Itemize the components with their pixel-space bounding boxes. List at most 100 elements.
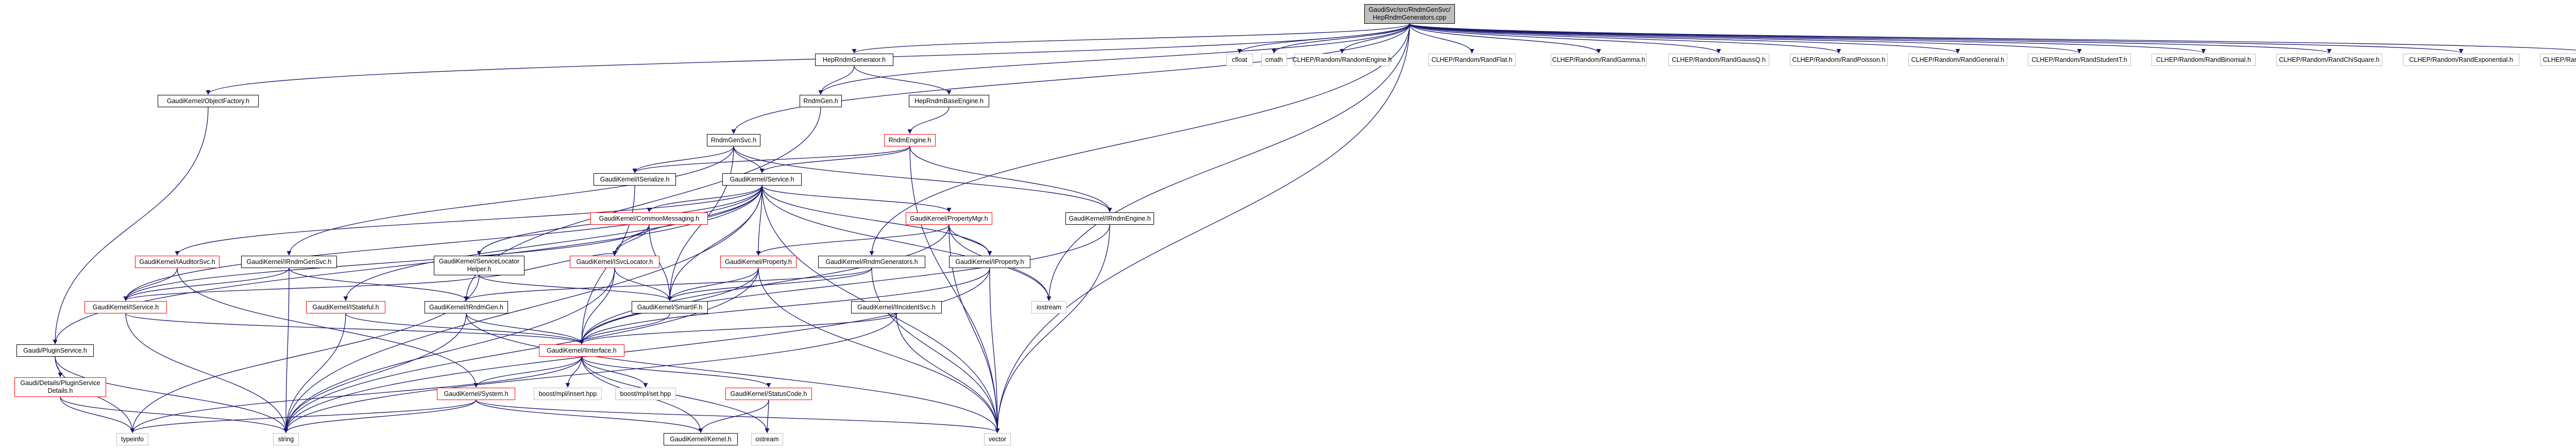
edge-irndmgensvc-to-iservice: [123, 268, 290, 301]
node-iostream[interactable]: iostream: [1031, 301, 1066, 313]
edge-statuscode-to-kernel: [698, 400, 769, 433]
node-propertymgr[interactable]: GaudiKernel/PropertyMgr.h: [906, 212, 992, 225]
edge-isvclocator-to-smartif: [614, 268, 672, 301]
edge-property-to-vector: [758, 268, 1000, 433]
edge-irndmgensvc-to-irndmgen: [289, 268, 469, 301]
edge-service-to-propertymgr: [761, 185, 952, 212]
edge-details-to-typeinfo: [60, 396, 135, 433]
edge-isvclocator-to-string: [283, 268, 615, 433]
node-system[interactable]: GaudiKernel/System.h: [437, 388, 515, 400]
edge-service-to-commonmsg: [647, 185, 762, 212]
edge-root-to-rndmgen: [818, 23, 1410, 95]
edge-iproperty-to-vector: [989, 268, 1000, 433]
edge-pluginsvc-to-string: [55, 356, 289, 433]
node-randbreitwigner[interactable]: CLHEP/Random/RandBreitWigner.h: [2540, 54, 2576, 66]
node-randgaussq[interactable]: CLHEP/Random/RandGaussQ.h: [1668, 54, 1769, 66]
node-randchisquare[interactable]: CLHEP/Random/RandChiSquare.h: [2276, 54, 2382, 66]
edge-root-to-iostream: [1046, 23, 1410, 301]
node-boostmpl1[interactable]: boost/mpl/insert.hpp: [534, 388, 602, 400]
edge-system-to-typeinfo: [130, 400, 477, 433]
edge-service-to-iostream: [761, 185, 1052, 301]
node-ostream[interactable]: ostream: [751, 433, 783, 445]
edge-irndmengine-to-iinterface: [579, 224, 1110, 344]
node-vector[interactable]: vector: [984, 433, 1011, 445]
node-randflat[interactable]: CLHEP/Random/RandFlat.h: [1428, 54, 1516, 66]
node-iinterface[interactable]: GaudiKernel/IInterface.h: [539, 344, 624, 357]
node-details[interactable]: Gaudi/Details/PluginService Details.h: [14, 377, 106, 397]
node-randexponential[interactable]: CLHEP/Random/RandExponential.h: [2403, 54, 2519, 66]
node-irndmgensvc[interactable]: GaudiKernel/IRndmGenSvc.h: [241, 256, 337, 268]
node-rndmgensvc[interactable]: RndmGenSvc.h: [707, 134, 760, 146]
node-svclocator[interactable]: GaudiKernel/ServiceLocator Helper.h: [434, 256, 524, 275]
node-typeinfo[interactable]: typeinfo: [116, 433, 148, 445]
node-iproperty[interactable]: GaudiKernel/IProperty.h: [949, 256, 1030, 268]
node-randomengine[interactable]: CLHEP/Random/RandomEngine.h: [1293, 54, 1392, 66]
node-randbinomial[interactable]: CLHEP/Random/RandBinomial.h: [2151, 54, 2256, 66]
edge-root-to-randchisquare: [1409, 23, 2332, 54]
edge-iincidentsvc-to-iinterface: [579, 313, 897, 344]
edge-root-to-randexponential: [1409, 23, 2463, 54]
edge-root-to-randpoisson: [1409, 23, 1841, 54]
node-rndmengine[interactable]: RndmEngine.h: [884, 134, 936, 146]
node-statuscode[interactable]: GaudiKernel/StatusCode.h: [725, 388, 812, 400]
node-hepgen[interactable]: HepRndmGenerator.h: [815, 54, 893, 66]
edge-iinterface-to-typeinfo: [130, 356, 582, 433]
node-smartif[interactable]: GaudiKernel/SmartIF.h: [632, 301, 708, 313]
edge-iservice-to-iinterface: [125, 313, 584, 344]
edge-root-to-randgaussq: [1409, 23, 1721, 54]
node-cfloat[interactable]: cfloat: [1226, 54, 1253, 66]
edge-iproperty-to-iinterface: [579, 268, 990, 344]
edge-irndmgenerators-to-smartif: [667, 268, 872, 301]
node-boostmpl2[interactable]: boost/mpl/set.hpp: [615, 388, 676, 400]
node-hepbaseengine[interactable]: HepRndmBaseEngine.h: [909, 95, 989, 107]
node-randgeneral[interactable]: CLHEP/Random/RandGeneral.h: [1908, 54, 2007, 66]
edge-service-to-istateful: [343, 185, 762, 301]
edge-service-to-iservice: [123, 185, 762, 301]
edge-root-to-randbinomial: [1409, 23, 2206, 54]
edge-rndmengine-to-irndmengine: [909, 146, 1112, 212]
edge-root-to-hepgen: [852, 23, 1410, 54]
node-pluginsvc[interactable]: Gaudi/PluginService.h: [16, 344, 94, 357]
node-iservice[interactable]: GaudiKernel/IService.h: [84, 301, 167, 313]
edge-property-to-string: [283, 268, 759, 433]
node-isvclocator[interactable]: GaudiKernel/ISvcLocator.h: [570, 256, 659, 268]
edge-iinterface-to-boostmpl1: [565, 356, 582, 388]
node-istateful[interactable]: GaudiKernel/IStateful.h: [306, 301, 385, 313]
node-iincidentsvc[interactable]: GaudiKernel/IIncidentSvc.h: [851, 301, 942, 313]
edge-root-to-objfactory: [206, 23, 1410, 95]
node-randgamma[interactable]: CLHEP/Random/RandGamma.h: [1551, 54, 1647, 66]
edge-svclocator-to-isvclocator: [479, 251, 617, 277]
node-cmath[interactable]: cmath: [1261, 54, 1287, 66]
node-service[interactable]: GaudiKernel/Service.h: [722, 173, 802, 186]
edge-system-to-vector: [476, 400, 1000, 433]
edge-hepgen-to-rndmgen: [818, 65, 855, 95]
edge-iservice-to-string: [125, 313, 289, 433]
node-randpoisson[interactable]: CLHEP/Random/RandPoisson.h: [1790, 54, 1888, 66]
node-commonmsg[interactable]: GaudiKernel/CommonMessaging.h: [590, 212, 708, 225]
edge-isvclocator-to-iinterface: [579, 268, 615, 344]
node-irndmgen[interactable]: GaudiKernel/IRndmGen.h: [425, 301, 508, 313]
node-iserialize[interactable]: GaudiKernel/ISerialize.h: [594, 173, 676, 186]
edge-rndmengine-to-iserialize: [632, 146, 910, 173]
node-randstudentt[interactable]: CLHEP/Random/RandStudentT.h: [2028, 54, 2131, 66]
node-kernel[interactable]: GaudiKernel/Kernel.h: [664, 433, 738, 445]
node-property[interactable]: GaudiKernel/Property.h: [720, 256, 796, 268]
node-string[interactable]: string: [273, 433, 299, 445]
node-rndmgen[interactable]: RndmGen.h: [800, 95, 842, 107]
edge-root-to-randbreitwigner: [1409, 23, 2576, 51]
edge-iinterface-to-system: [473, 356, 582, 388]
node-root[interactable]: GaudiSvc/src/RndmGenSvc/ HepRndmGenerato…: [1364, 4, 1455, 24]
node-irndmengine[interactable]: GaudiKernel/IRndmEngine.h: [1065, 212, 1154, 225]
edge-service-to-string: [283, 185, 762, 433]
edge-commonmsg-to-smartif: [649, 224, 672, 301]
node-irndmgenerators[interactable]: GaudiKernel/RndmGenerators.h: [818, 256, 925, 268]
edge-system-to-kernel: [476, 400, 703, 433]
edge-statuscode-to-ostream: [765, 400, 770, 433]
node-objfactory[interactable]: GaudiKernel/ObjectFactory.h: [158, 95, 259, 107]
node-iauditorsvc[interactable]: GaudiKernel/IAuditorSvc.h: [135, 256, 219, 268]
edge-root-to-randomengine: [1340, 23, 1410, 54]
edge-commonmsg-to-iservice: [123, 224, 650, 301]
edge-service-to-iproperty: [761, 185, 992, 256]
